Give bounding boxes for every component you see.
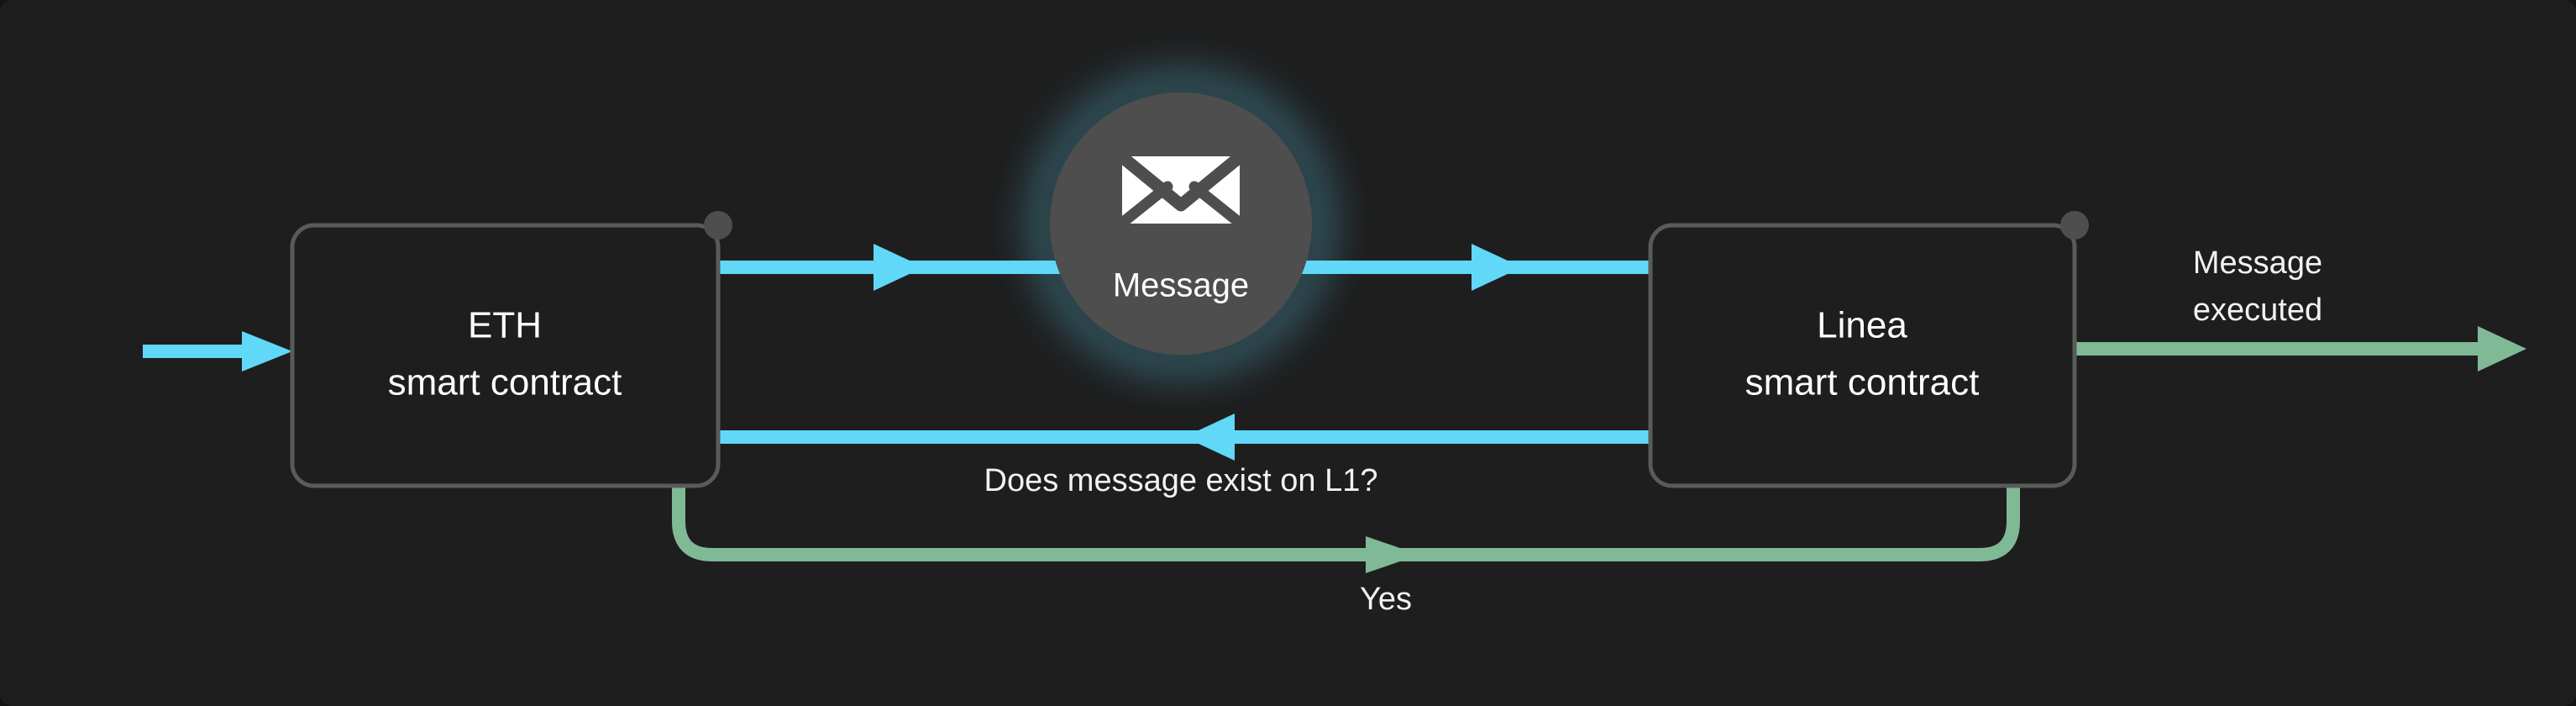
edge-label-yes: Yes: [1360, 582, 1412, 617]
node-eth-contract[interactable]: [290, 223, 721, 488]
arrowhead-message-executed: [2478, 326, 2526, 371]
linea-contract-label-line1: Linea: [1817, 305, 1907, 346]
message-hub-glow: [1038, 81, 1324, 366]
envelope-icon: [1119, 153, 1243, 226]
edge-label-message-executed-line1: Message: [2193, 245, 2322, 281]
arrowhead-message-to-linea: [1472, 244, 1522, 291]
arrowhead-query: [1184, 414, 1235, 461]
edge-eth-to-linea-yes: [672, 349, 2020, 561]
eth-contract-label-line2: smart contract: [388, 362, 622, 403]
node-dot-linea: [2060, 211, 2089, 240]
arrowhead-external-input: [242, 331, 292, 371]
edge-label-message-executed-line2: executed: [2193, 292, 2322, 328]
edge-label-query: Does message exist on L1?: [984, 463, 1378, 498]
eth-contract-label-line1: ETH: [468, 305, 542, 346]
linea-contract-label-line2: smart contract: [1745, 362, 1980, 403]
arrowhead-yes: [1366, 536, 1419, 573]
node-linea-contract[interactable]: [1648, 223, 2077, 488]
message-hub-label: Message: [1113, 267, 1249, 304]
node-dot-eth: [704, 211, 732, 240]
arrowhead-eth-to-message: [874, 244, 924, 291]
